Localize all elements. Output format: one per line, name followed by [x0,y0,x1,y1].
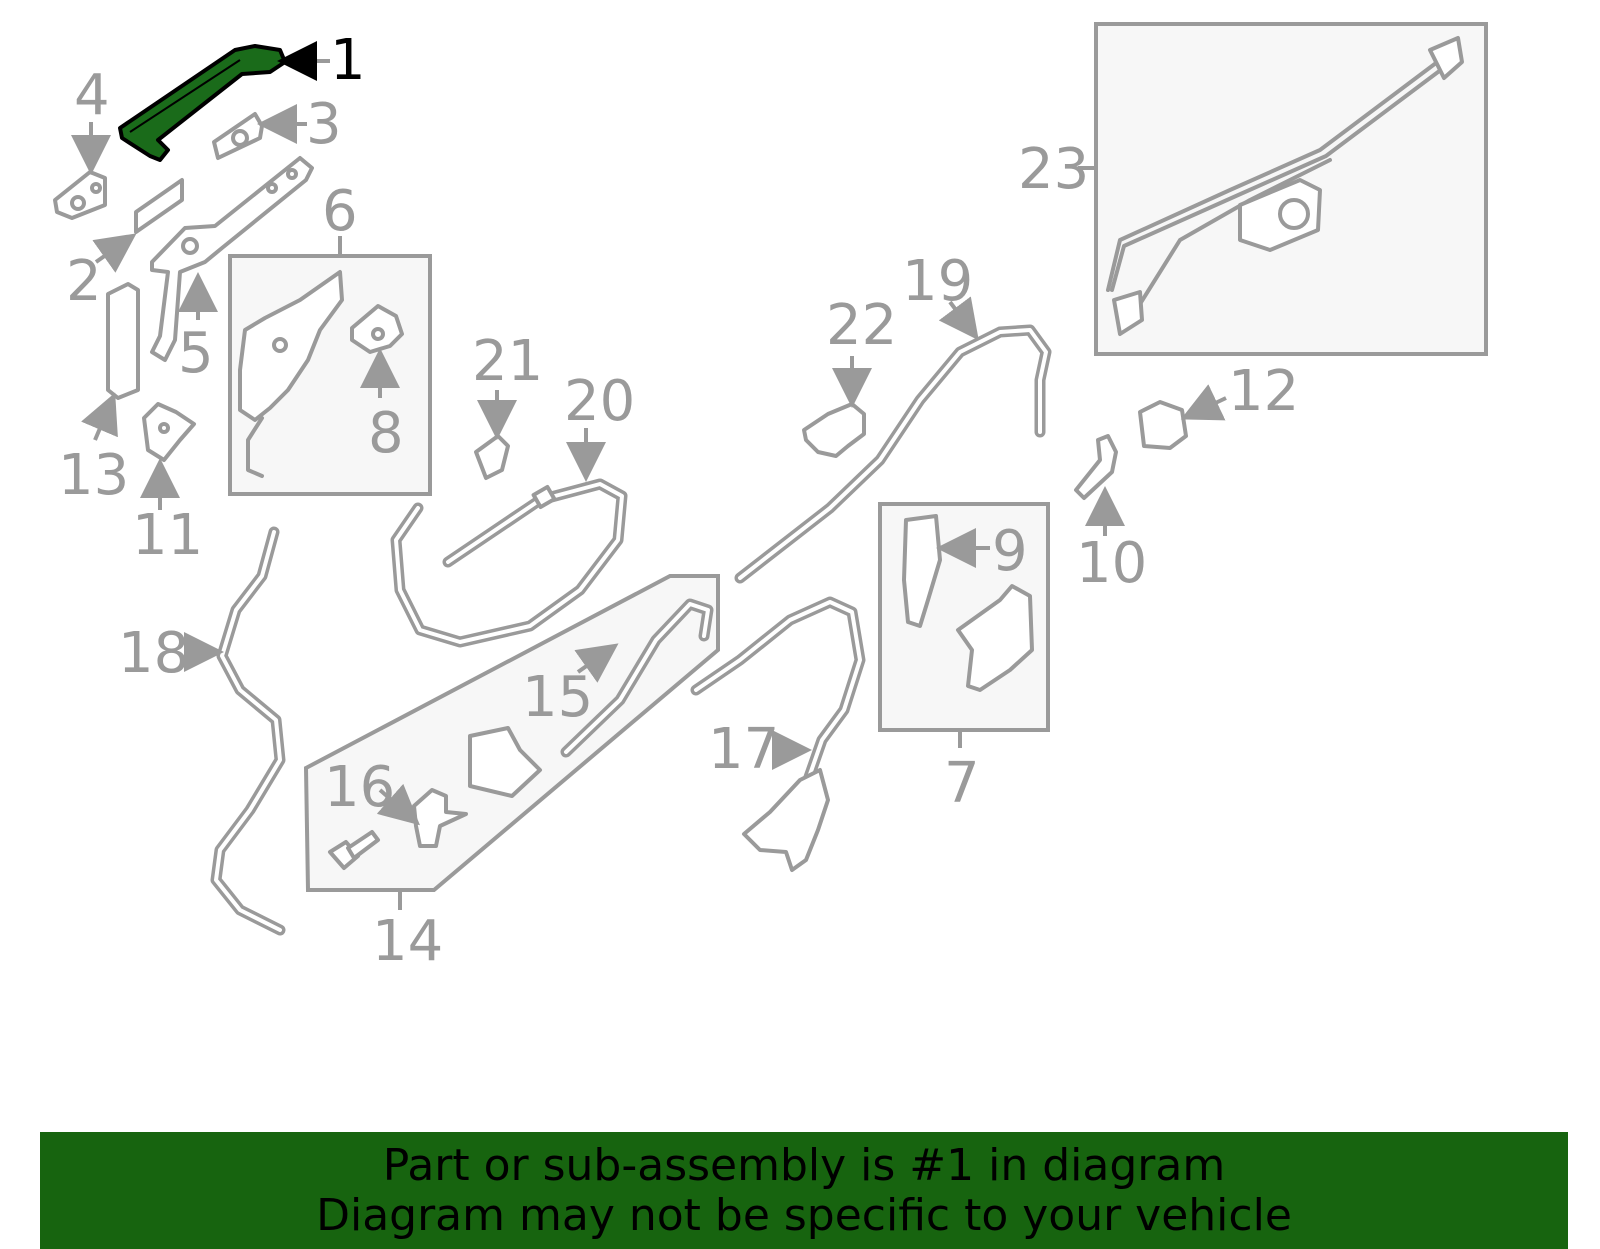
leader-13 [81,392,118,441]
leader-19 [938,296,979,341]
leader-12 [1180,384,1227,421]
banner-line-1: Part or sub-assembly is #1 in diagram [382,1139,1226,1191]
part-11-seal [142,402,196,462]
part-21-clip [474,434,510,480]
callout-17: 17 [708,717,779,782]
part-1-handle[interactable] [118,44,287,162]
callout-15: 15 [522,665,593,730]
part-6-latch [238,270,344,478]
callout-11: 11 [132,503,203,568]
callout-1: 1 [330,28,366,93]
part-2-gasket [134,178,184,234]
callout-19: 19 [902,249,973,314]
callout-16: 16 [324,755,395,820]
callout-18: 18 [118,621,189,686]
callout-6: 6 [322,179,358,244]
part-10-bracket [1074,434,1118,500]
part-7-latch [956,584,1034,692]
part-9-bracket [902,514,942,628]
part-17-cable [690,596,866,872]
callout-22: 22 [826,293,897,358]
callout-8: 8 [368,401,404,466]
part-20-cable [390,478,628,648]
leader-15 [574,643,619,683]
callout-4: 4 [74,63,110,128]
callout-5: 5 [178,321,214,386]
info-banner: Part or sub-assembly is #1 in diagram Di… [40,1132,1568,1249]
bolt-icon [328,830,380,870]
part-12-striker [1138,400,1188,450]
part-14-latch [468,726,542,798]
part-8-actuator [350,304,404,354]
part-23-regulator [1106,36,1464,336]
leader-16 [376,783,420,826]
part-13-trim [106,282,140,400]
part-5-handle-frame [150,156,314,362]
leader-2 [92,233,137,273]
callout-21: 21 [472,329,543,394]
part-18-cable [210,526,286,936]
callout-14: 14 [372,909,443,974]
part-22-bracket [802,402,866,458]
callout-12: 12 [1228,359,1299,424]
banner-line-2: Diagram may not be specific to your vehi… [316,1189,1292,1241]
callout-13: 13 [58,443,129,508]
part-16-bracket [412,788,468,848]
callout-20: 20 [564,369,635,434]
part-19-cable [734,324,1052,584]
callout-2: 2 [66,249,102,314]
callout-9: 9 [992,519,1028,584]
callout-10: 10 [1076,531,1147,596]
part-4-bracket [53,170,107,220]
callout-3: 3 [306,92,342,157]
part-15-cable [560,598,714,758]
callout-23: 23 [1018,137,1089,202]
callout-7: 7 [944,751,980,816]
part-3-cap [212,112,264,160]
